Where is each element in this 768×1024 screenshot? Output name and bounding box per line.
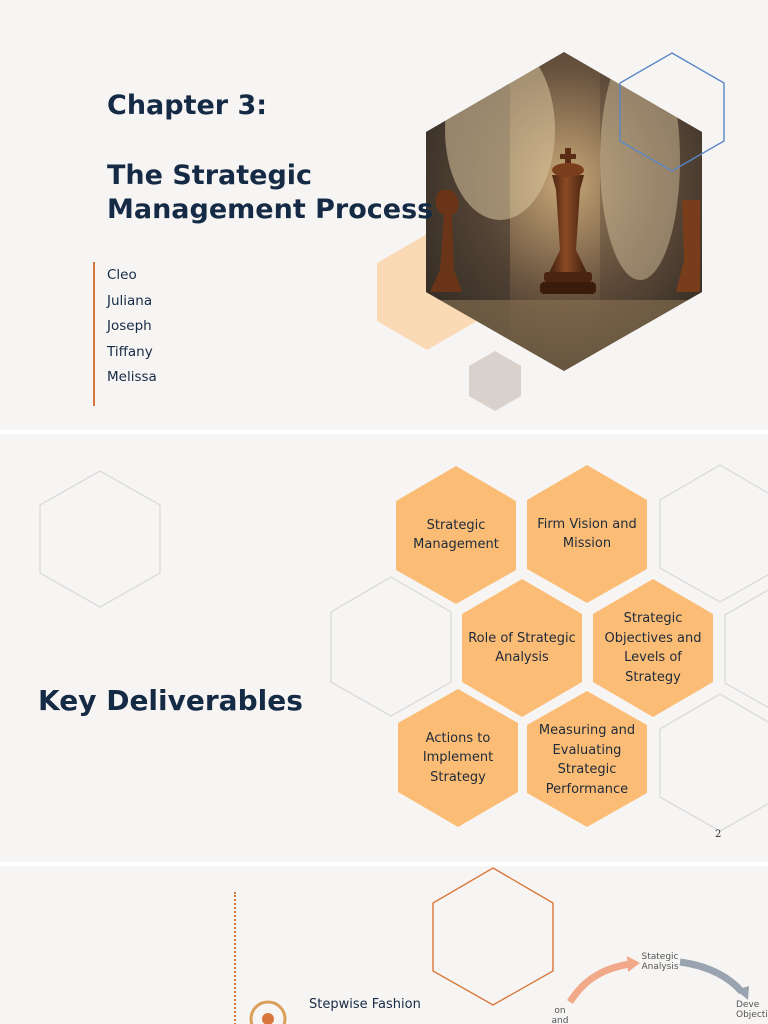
outline-hexagon [39, 470, 161, 608]
filled-hexagon [398, 689, 518, 827]
salmon-arrow [567, 960, 631, 1004]
diagram-label-top: Stategic Analysis [641, 952, 679, 972]
filled-hexagon [396, 466, 516, 604]
title-line-2: Management Process [107, 194, 434, 225]
stepwise-slide: Stepwise Fashion Stategic Analysis on an… [0, 866, 768, 1024]
slide-title: Key Deliverables [38, 684, 303, 717]
hex-label: Strategic Management [413, 517, 499, 553]
author-name: Joseph [107, 318, 152, 334]
hex-label: Actions to Implement Strategy [422, 730, 494, 785]
author-name: Juliana [107, 292, 153, 309]
author-name: Cleo [107, 267, 137, 283]
author-name: Melissa [107, 369, 157, 385]
chess-photo [426, 52, 702, 371]
slide3-graphics [249, 867, 749, 1024]
stepwise-heading: Stepwise Fashion [309, 997, 421, 1012]
outline-hexagon [659, 693, 768, 832]
title-slide: Chapter 3: The Strategic Management Proc… [0, 0, 768, 430]
filled-hexagon [462, 579, 582, 717]
ship-wheel-icon [249, 1000, 287, 1024]
filled-hexagon [527, 691, 647, 827]
diagram-label-right: Deve Objecti [736, 1000, 768, 1020]
hex-label: Measuring and Evaluating Strategic Perfo… [538, 723, 636, 797]
outline-hexagon [659, 464, 768, 603]
dotted-divider [234, 892, 236, 1024]
filled-hexagon [593, 579, 713, 717]
honeycomb-graphics [39, 464, 768, 832]
slide1-graphics [377, 52, 725, 411]
hex-label: Strategic Objectives and Levels of Strat… [604, 611, 702, 685]
blue-outline-hexagon [619, 52, 725, 172]
key-deliverables-slide: Key Deliverables Strategic Management Fi… [0, 434, 768, 862]
author-names: Cleo Juliana Joseph Tiffany Melissa [107, 264, 157, 392]
gray-hexagon [469, 351, 521, 411]
title-line-1: The Strategic [107, 160, 313, 191]
filled-hexagon [527, 465, 647, 603]
outline-hexagon [330, 576, 452, 717]
chapter-label: Chapter 3: [107, 90, 268, 121]
page-number: 2 [715, 829, 722, 840]
hex-label: Role of Strategic Analysis [468, 630, 576, 666]
orange-outline-hexagon [432, 867, 554, 1006]
hex-label: Firm Vision and Mission [537, 516, 637, 552]
gray-arrow [679, 958, 745, 995]
accent-bar [93, 262, 95, 406]
diagram-label-left: on and Mission [551, 1006, 569, 1024]
outline-hexagon [724, 589, 768, 709]
author-name: Tiffany [107, 343, 153, 360]
